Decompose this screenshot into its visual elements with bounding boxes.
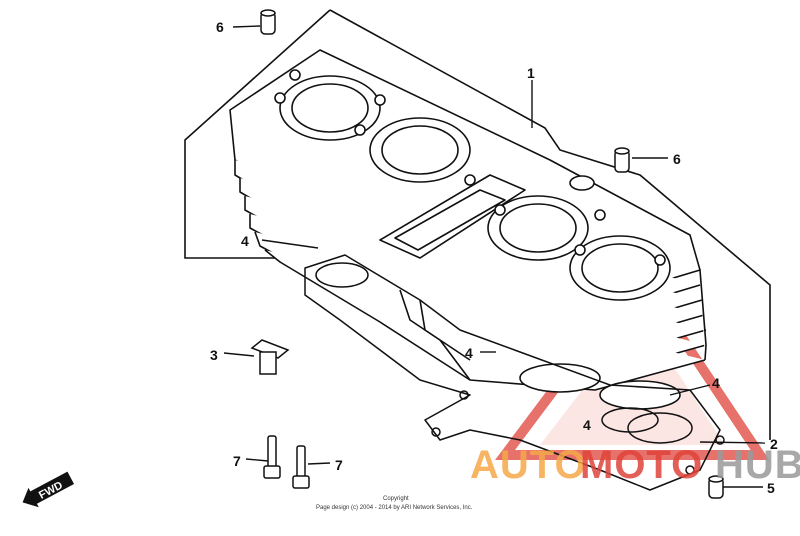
callout-6-right: 6	[673, 151, 681, 167]
forward-direction-badge: FWD	[22, 471, 75, 508]
watermark-hub: HUB	[715, 443, 800, 487]
cylinder-block	[229, 49, 707, 410]
callout-4-left: 4	[241, 233, 249, 249]
callout-5: 5	[767, 480, 775, 496]
callout-6-upper: 6	[216, 19, 224, 35]
dowel-pin-upper	[260, 9, 276, 35]
assembly-boundary	[184, 9, 771, 440]
bolt-left	[263, 435, 281, 479]
dowel-pin-right	[614, 147, 630, 173]
callout-7-right: 7	[335, 457, 343, 473]
dowel-pin-lower	[708, 475, 724, 499]
callout-4-lower: 4	[583, 417, 591, 433]
callout-4-right: 4	[712, 375, 720, 391]
watermark-text: AUTO MOTO HUB	[470, 443, 800, 487]
bracket	[250, 339, 290, 375]
callout-3: 3	[210, 347, 218, 363]
bolt-right	[292, 445, 310, 489]
callout-2: 2	[770, 436, 778, 452]
leader-lines	[223, 25, 766, 488]
copyright-line-2: Page design (c) 2004 - 2014 by ARI Netwo…	[316, 505, 473, 511]
copyright-line-1: Copyright	[383, 496, 409, 502]
watermark-auto: AUTO	[470, 443, 587, 487]
fwd-label: FWD	[37, 479, 65, 501]
callout-7-left: 7	[233, 453, 241, 469]
base-gasket	[304, 254, 725, 491]
callout-1: 1	[527, 65, 535, 81]
watermark-moto: MOTO	[580, 443, 703, 487]
callout-4-middle: 4	[465, 345, 473, 361]
